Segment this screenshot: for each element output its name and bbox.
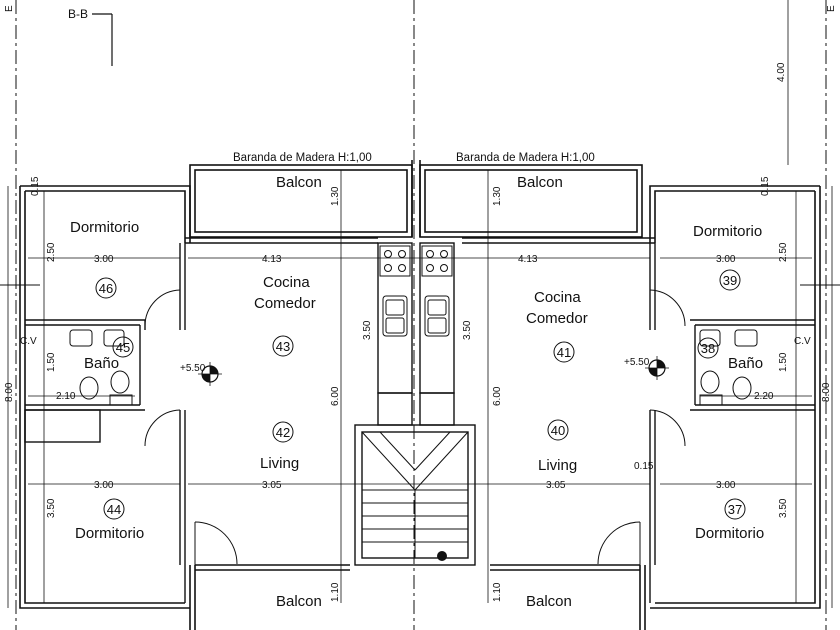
- dim-413-left: 4.13: [262, 254, 282, 265]
- room-number-41: 41: [557, 345, 571, 360]
- room-number-44: 44: [107, 502, 121, 517]
- dim-015-living: 0.15: [634, 461, 654, 472]
- dim-350-bottom-right: 3.50: [778, 498, 789, 518]
- room-number-40: 40: [551, 423, 565, 438]
- room-number-37: 37: [728, 502, 742, 517]
- railing-note-right: Baranda de Madera H:1,00: [456, 152, 595, 164]
- room-cocina-left: Cocina: [263, 274, 310, 291]
- dim-300-bottom-right: 3.00: [716, 480, 736, 491]
- dim-110-right: 1.10: [492, 582, 503, 602]
- dim-110-left: 1.10: [330, 582, 341, 602]
- stair-landing-dot: [437, 551, 447, 561]
- room-comedor-left: Comedor: [254, 295, 316, 312]
- level-label-left: +5.50: [180, 363, 206, 374]
- dim-350-bottom-left: 3.50: [46, 498, 57, 518]
- room-living-right: Living: [538, 457, 577, 474]
- room-number-43: 43: [276, 339, 290, 354]
- dim-400: 4.00: [776, 62, 787, 82]
- dim-250-left: 2.50: [46, 242, 57, 262]
- kitchen-fixtures: [379, 245, 453, 337]
- dim-015-top-right: 0.15: [760, 176, 771, 196]
- level-marker-left: [198, 362, 222, 386]
- dim-800-right: 8.00: [821, 382, 832, 402]
- dim-300-top-right: 3.00: [716, 254, 736, 265]
- room-number-38: 38: [701, 341, 715, 356]
- room-bano-left: Baño: [84, 355, 119, 372]
- dim-413-right: 4.13: [518, 254, 538, 265]
- room-balcon-top-right: Balcon: [517, 174, 563, 191]
- room-balcon-bottom-left: Balcon: [276, 593, 322, 610]
- room-dormitorio-bottom-right: Dormitorio: [695, 525, 764, 542]
- room-number-42: 42: [276, 425, 290, 440]
- dim-305-right: 3.05: [546, 480, 566, 491]
- room-comedor-right: Comedor: [526, 310, 588, 327]
- outer-walls: [19, 160, 821, 630]
- dim-800-left: 8.00: [4, 382, 15, 402]
- railing-note-left: Baranda de Madera H:1,00: [233, 152, 372, 164]
- dim-600-left: 6.00: [330, 386, 341, 406]
- dim-300-bottom-left: 3.00: [94, 480, 114, 491]
- edge-mark-left: E: [4, 5, 15, 12]
- section-mark: [92, 13, 113, 66]
- room-living-left: Living: [260, 455, 299, 472]
- room-number-45: 45: [116, 340, 130, 355]
- room-number-39: 39: [723, 273, 737, 288]
- dim-150-right: 1.50: [778, 352, 789, 372]
- room-dormitorio-bottom-left: Dormitorio: [75, 525, 144, 542]
- level-label-right: +5.50: [624, 357, 650, 368]
- room-balcon-bottom-right: Balcon: [526, 593, 572, 610]
- cv-mark-right: C.V: [794, 336, 811, 347]
- dim-250-right: 2.50: [778, 242, 789, 262]
- dim-220: 2.20: [754, 391, 774, 402]
- room-number-circles: [95, 269, 746, 520]
- bath-fixtures: [69, 329, 758, 406]
- dim-350-kitchen-right: 3.50: [462, 320, 473, 340]
- room-bano-right: Baño: [728, 355, 763, 372]
- interior-walls: [24, 242, 815, 603]
- room-dormitorio-top-left: Dormitorio: [70, 219, 139, 236]
- room-number-46: 46: [99, 281, 113, 296]
- stairs: [361, 431, 469, 558]
- room-cocina-right: Cocina: [534, 289, 581, 306]
- room-balcon-top-left: Balcon: [276, 174, 322, 191]
- dimension-lines: [7, 0, 833, 608]
- dim-150-left: 1.50: [46, 352, 57, 372]
- section-label: B-B: [68, 7, 88, 21]
- edge-mark-right: E: [826, 5, 837, 12]
- dim-210: 2.10: [56, 391, 76, 402]
- level-marker-right: [645, 356, 669, 380]
- dim-015-top-left: 0.15: [30, 176, 41, 196]
- dim-350-kitchen-left: 3.50: [362, 320, 373, 340]
- dim-300-top-left: 3.00: [94, 254, 114, 265]
- cv-mark-left: C.V: [20, 336, 37, 347]
- dim-130-left: 1.30: [330, 186, 341, 206]
- dim-305-left: 3.05: [262, 480, 282, 491]
- dim-130-right: 1.30: [492, 186, 503, 206]
- doors: [144, 289, 686, 565]
- dim-600-right: 6.00: [492, 386, 503, 406]
- room-dormitorio-top-right: Dormitorio: [693, 223, 762, 240]
